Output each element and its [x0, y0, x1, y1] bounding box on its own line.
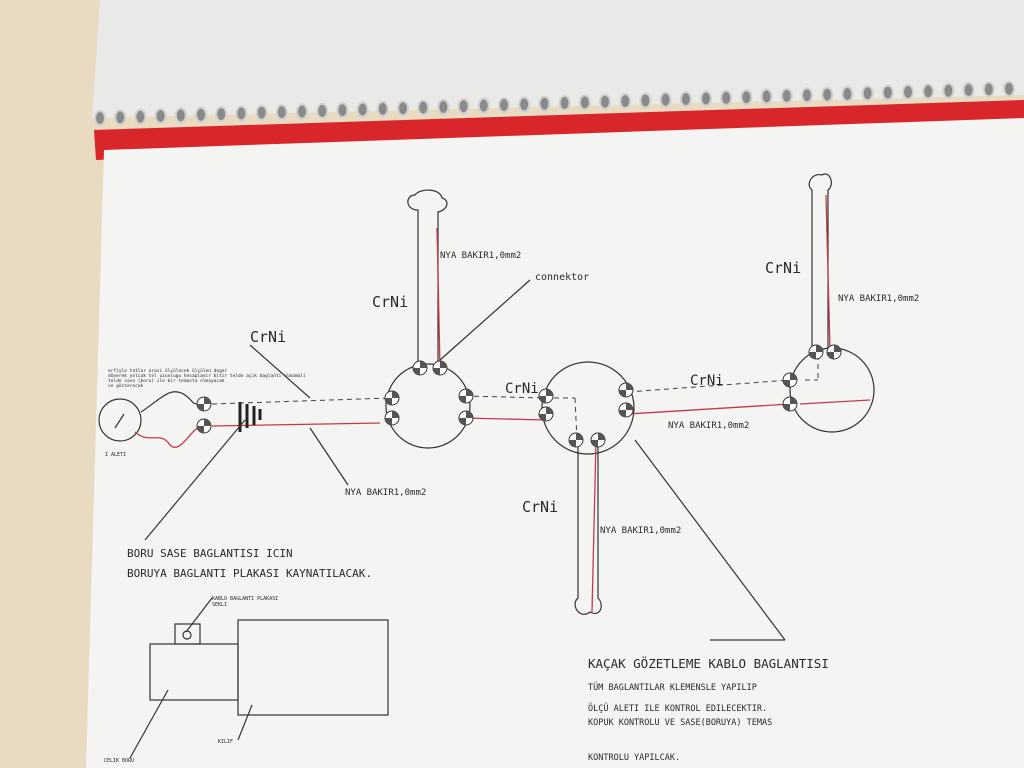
terminal-connector-icon: [618, 402, 634, 418]
spiral-ring: [558, 95, 571, 112]
spiral-ring: [578, 94, 591, 111]
spiral-ring: [1003, 80, 1015, 97]
small-note-line: telde sase (boru) ile bir temasta olmaya…: [108, 378, 225, 384]
spiral-ring: [457, 98, 470, 115]
spiral-ring: [538, 95, 551, 112]
spiral-ring: [397, 100, 409, 117]
spiral-ring: [760, 88, 773, 105]
detail-label: KABLO BAGLANTI PLAKASI: [212, 596, 278, 602]
terminal-connector-icon: [432, 360, 448, 376]
terminal-connector-icon: [384, 410, 400, 426]
terminal-connector-icon: [196, 418, 212, 434]
spiral-ring: [275, 104, 288, 121]
junction-box-1: [385, 363, 471, 449]
spiral-ring: [215, 106, 228, 123]
spiral-ring: [235, 105, 248, 122]
main-note-line: ÖLÇÜ ALETI ILE KONTROL EDILECEKTIR.: [588, 703, 767, 714]
main-note-line: KOPUK KONTROLU VE SASE(BORUYA) TEMAS: [588, 718, 772, 728]
spiral-ring: [881, 84, 894, 101]
spiral-ring: [255, 104, 268, 121]
spiral-ring: [114, 109, 127, 126]
terminal-connector-icon: [826, 344, 842, 360]
terminal-connector-icon: [458, 410, 474, 426]
material-label: CrNi: [522, 498, 558, 516]
wire-label: NYA BAKIR1,0mm2: [600, 526, 681, 536]
spiral-ring: [195, 106, 207, 123]
spiral-binding: [94, 80, 1015, 126]
material-label: CrNi: [765, 259, 801, 277]
spiral-ring: [720, 89, 733, 106]
spiral-ring: [154, 108, 167, 125]
terminal-connector-icon: [538, 388, 554, 404]
spiral-ring: [801, 87, 813, 104]
spiral-ring: [477, 97, 490, 114]
wire-label: NYA BAKIR1,0mm2: [345, 488, 426, 498]
terminal-connector-icon: [782, 396, 798, 412]
terminal-connector-icon: [196, 396, 212, 412]
previous-page: [92, 0, 1024, 118]
measuring-instrument: [98, 398, 142, 442]
wire-label: NYA BAKIR1,0mm2: [838, 294, 919, 304]
terminal-connector-icon: [590, 432, 606, 448]
material-label: CrNi: [250, 328, 286, 346]
spiral-ring: [922, 83, 935, 100]
spiral-ring: [134, 108, 147, 125]
drawing-sheet: [86, 118, 1024, 768]
spiral-ring: [619, 93, 632, 110]
terminal-connector-icon: [384, 390, 400, 406]
terminal-connector-icon: [538, 406, 554, 422]
terminal-connector-icon: [808, 344, 824, 360]
wire-label: NYA BAKIR1,0mm2: [668, 421, 749, 431]
spiral-ring: [174, 107, 187, 124]
spiral-ring: [962, 82, 975, 99]
main-note-line: TÜM BAGLANTILAR KLEMENSLE YAPILIP: [588, 682, 757, 693]
spiral-ring: [740, 89, 753, 106]
connector-label: connektor: [535, 272, 589, 283]
terminal-connector-icon: [458, 388, 474, 404]
spiral-ring: [356, 101, 369, 118]
material-label: CrNi: [690, 373, 724, 389]
pipe-detail-drawing: [129, 597, 389, 759]
terminal-connector-icon: [412, 360, 428, 376]
spiral-ring: [942, 82, 955, 99]
spiral-ring: [841, 85, 854, 102]
terminal-connector-icon: [782, 372, 798, 388]
spiral-ring: [94, 110, 106, 126]
spiral-ring: [498, 97, 510, 113]
spiral-ring: [518, 96, 531, 113]
spiral-ring: [376, 100, 389, 117]
spiral-ring: [599, 93, 611, 110]
wire-label: NYA BAKIR1,0mm2: [440, 251, 521, 261]
spiral-ring: [861, 85, 874, 102]
spiral-ring: [982, 81, 995, 98]
main-note-title: KAÇAK GÖZETLEME KABLO BAGLANTISI: [588, 655, 829, 671]
spiral-ring: [316, 102, 329, 119]
spiral-ring: [417, 99, 430, 116]
spiral-ring: [639, 92, 652, 109]
spiral-ring: [780, 87, 793, 104]
wiring-diagram: [98, 173, 875, 641]
spiral-ring: [296, 103, 308, 120]
spiral-ring: [659, 91, 672, 108]
detail-label: KILIF: [218, 739, 233, 745]
pipe-note-line: BORUYA BAGLANTI PLAKASI KAYNATILACAK.: [127, 567, 372, 580]
terminal-connector-icon: [568, 432, 584, 448]
pipe-note-line: BORU SASE BAGLANTISI ICIN: [127, 547, 293, 560]
small-note-line: erfiyle tatlar arasi ölçülecek ölçülen d…: [108, 368, 227, 374]
spiral-ring: [902, 84, 914, 100]
spiral-ring: [679, 91, 692, 108]
spiral-ring: [700, 90, 712, 107]
detail-label: CELIK BORU: [104, 758, 134, 764]
main-note-line: KONTROLU YAPILCAK.: [588, 753, 680, 763]
spiral-ring: [437, 98, 450, 115]
spiral-ring: [821, 86, 834, 103]
material-label: CrNi: [505, 381, 539, 397]
small-note-line: ve gösterecek: [108, 383, 144, 389]
terminal-connector-icon: [618, 382, 634, 398]
detail-label: SEKLI: [212, 602, 227, 608]
material-label: CrNi: [372, 293, 408, 311]
spiral-ring: [336, 102, 349, 119]
instrument-label: I ALETI: [105, 452, 126, 458]
small-note-line: dönerek yolcak tel uzunlugu hesaplanir b…: [108, 373, 306, 379]
